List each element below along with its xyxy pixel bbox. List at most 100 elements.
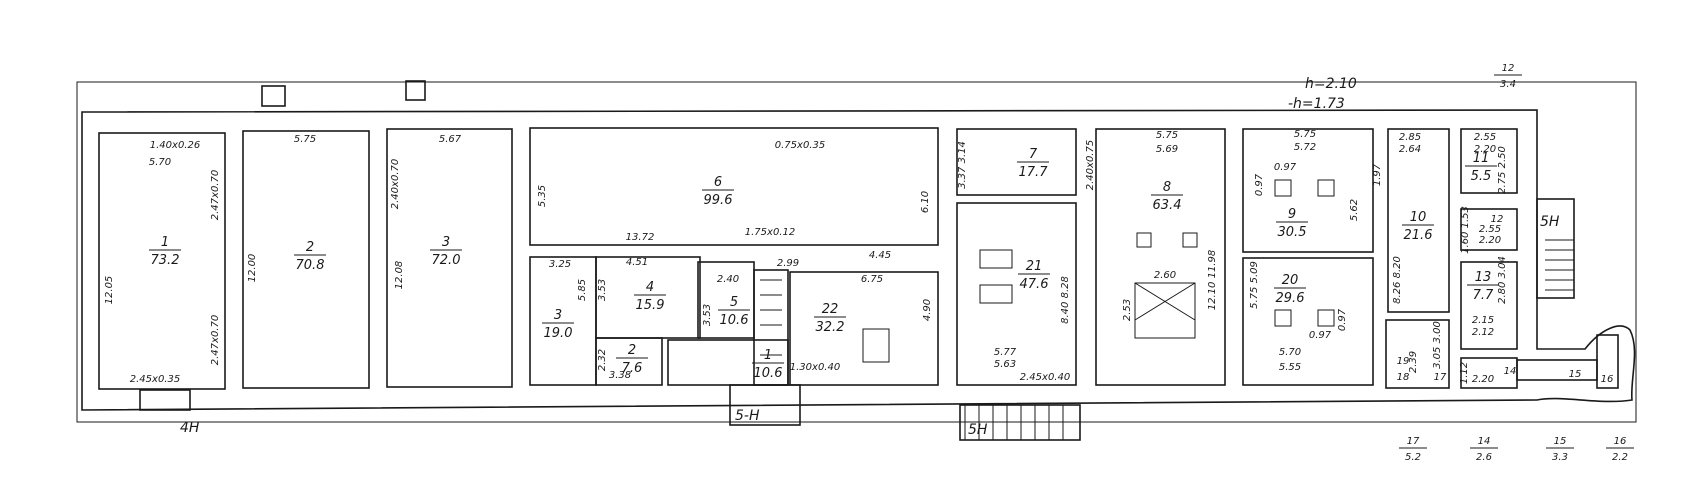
dimension-label: 2.75 2.50	[1497, 146, 1508, 194]
dimension-label: 12.10 11.98	[1207, 250, 1218, 310]
entrance-label-5n-b: 5Н	[968, 422, 988, 438]
room-outline	[98, 132, 226, 390]
room-outline	[1460, 208, 1518, 251]
dimension-label: 12.00	[247, 254, 258, 283]
room-number: 9	[1288, 207, 1296, 222]
ceiling-height-label: h=2.10	[1305, 76, 1357, 92]
column-fixture	[1136, 232, 1152, 248]
room-area: 73.2	[151, 253, 180, 268]
dimension-label: 5.75	[294, 134, 316, 145]
room-number: 22	[822, 302, 839, 317]
room-area: 15.9	[636, 298, 665, 313]
dimension-label: 2.47x0.70	[210, 315, 221, 365]
column-fixture	[1317, 309, 1335, 327]
dimension-label: 3.37 3.14	[957, 141, 968, 189]
walls	[76, 80, 1637, 441]
dimension-label: 4.51	[626, 257, 648, 268]
dimension-label: 12.08	[394, 261, 405, 290]
room-outline	[1095, 128, 1226, 386]
room-area: 5.5	[1471, 169, 1492, 184]
drawing-frame	[76, 81, 1637, 423]
room-area: 47.6	[1020, 277, 1049, 292]
legend-number: 17	[1407, 436, 1420, 447]
room-area: 21.6	[1404, 228, 1433, 243]
room-number-small: 19	[1397, 356, 1410, 367]
column-fixture	[1274, 179, 1292, 197]
room-outline	[1516, 359, 1598, 381]
dimension-label: 2.20	[1472, 374, 1494, 385]
dimension-label: 2.40x0.75	[1085, 140, 1096, 190]
room-number: 21	[1026, 259, 1043, 274]
dimension-label: 5.77	[994, 347, 1017, 358]
dimension-label: 13.72	[626, 232, 655, 243]
room-number: 2	[306, 240, 314, 255]
dimension-label: 2.53	[1122, 299, 1133, 321]
depth-label: -h=1.73	[1288, 96, 1345, 112]
room-area: 72.0	[432, 253, 461, 268]
dimension-label: 5.55	[1279, 362, 1301, 373]
dimension-label: 2.40	[717, 274, 739, 285]
dimension-label: 2.55	[1474, 132, 1496, 143]
legend-area: 2.6	[1476, 452, 1492, 463]
room-number-small: 17	[1434, 372, 1447, 383]
room-outline	[529, 127, 939, 246]
legend-number: 14	[1478, 436, 1491, 447]
room-number: 6	[714, 175, 722, 190]
room-number-small: 14	[1504, 366, 1517, 377]
dimension-label: 2.20	[1479, 235, 1501, 246]
room-outline	[139, 389, 191, 411]
dimension-label: 2.12	[1472, 327, 1494, 338]
room-number-small: 15	[1569, 369, 1582, 380]
room-outline	[386, 128, 513, 388]
dimension-label: 1.30x0.40	[790, 362, 840, 373]
chimney	[405, 80, 426, 101]
dimension-label: 0.75x0.35	[775, 140, 825, 151]
column-fixture	[979, 249, 1013, 269]
room-number: 1	[764, 348, 772, 363]
dimension-label: 8.40 8.28	[1060, 276, 1071, 324]
room-area: 17.7	[1019, 165, 1049, 180]
room-number: 2	[628, 343, 636, 358]
room-area: 32.2	[816, 320, 845, 335]
chimney	[261, 85, 286, 107]
room-area: 7.6	[622, 361, 643, 376]
room-outline	[1460, 261, 1518, 350]
elevator-shaft	[1134, 282, 1196, 339]
room-number: 20	[1282, 273, 1299, 288]
dimension-label: 3.53	[597, 279, 608, 301]
room-number: 1	[161, 235, 169, 250]
room-number: 3	[442, 235, 450, 250]
legend-area: 3.4	[1500, 79, 1516, 90]
dimension-label: 2.32	[597, 349, 608, 371]
dimension-label: 5.62	[1349, 199, 1360, 221]
room-number-small: 18	[1397, 372, 1410, 383]
room-number: 7	[1029, 147, 1038, 162]
dimension-label: 2.39	[1408, 351, 1419, 373]
dimension-label: 3.05 3.00	[1432, 321, 1443, 369]
dimension-label: 4.90	[922, 299, 933, 321]
dimension-label: 2.40x0.70	[390, 159, 401, 209]
dimension-label: 0.97	[1274, 162, 1297, 173]
column-fixture	[979, 284, 1013, 304]
column-fixture	[862, 328, 890, 363]
dimension-label: 2.45x0.35	[130, 374, 180, 385]
dimension-label: 5.63	[994, 359, 1016, 370]
room-number: 11	[1473, 151, 1490, 166]
legend-number: 12	[1502, 63, 1515, 74]
room-outline	[1387, 128, 1450, 313]
dimension-label: 5.75	[1156, 130, 1178, 141]
room-outline	[956, 128, 1077, 196]
dimension-label: 1.60 1.53	[1460, 206, 1471, 254]
legend-number: 16	[1614, 436, 1627, 447]
dimension-label: 6.75	[861, 274, 883, 285]
dimension-label: 3.25	[549, 259, 571, 270]
room-number-small: 12	[1491, 214, 1504, 225]
dimension-label: 0.97	[1309, 330, 1332, 341]
dimension-label: 2.60	[1154, 270, 1176, 281]
room-number-small: 16	[1601, 374, 1614, 385]
room-outline	[595, 337, 663, 386]
room-number: 10	[1410, 210, 1427, 225]
room-area: 99.6	[704, 193, 733, 208]
dimension-label: 12.05	[104, 276, 115, 305]
dimension-label: 2.47x0.70	[210, 170, 221, 220]
